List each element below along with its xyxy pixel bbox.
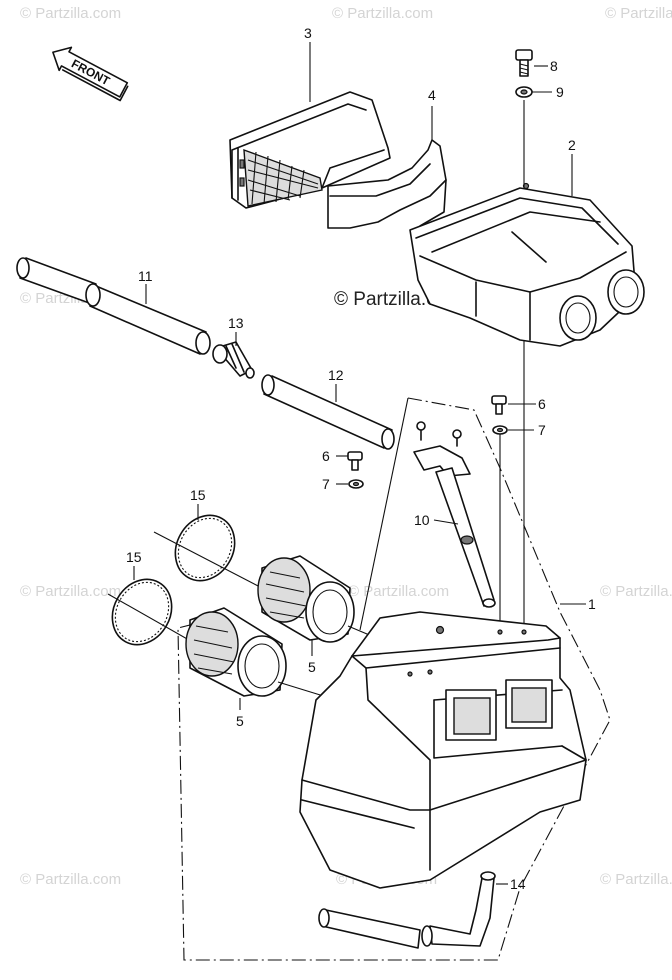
part-11-hose [16, 257, 211, 355]
part-13-fitting [212, 341, 255, 379]
callout-3: 3 [304, 25, 312, 41]
front-arrow: FRONT [52, 46, 129, 102]
callout-7-right: 7 [538, 422, 546, 438]
callout-1: 1 [588, 596, 596, 612]
assembly-boundary [177, 397, 611, 961]
part-7-washer-left [348, 479, 364, 489]
callout-5-upper: 5 [308, 659, 316, 675]
watermark: © Partzilla.com [348, 583, 449, 600]
callout-7-left: 7 [322, 476, 330, 492]
part-14-drain-hose [318, 871, 496, 949]
part-10-drain-pipe [413, 445, 496, 608]
part-8-bolt [515, 49, 533, 77]
part-10-screws [416, 421, 462, 447]
part-9-washer [515, 86, 533, 98]
callout-4: 4 [428, 87, 436, 103]
callout-10: 10 [414, 512, 430, 528]
callout-6-left: 6 [322, 448, 330, 464]
callout-leaders [133, 42, 586, 885]
callout-14: 14 [510, 876, 526, 892]
callout-13: 13 [228, 315, 244, 331]
part-5-boot-lower [185, 607, 287, 697]
leader-line [359, 397, 409, 631]
part-6-screw-left [347, 451, 363, 471]
watermark: © Partzilla.com [20, 583, 121, 600]
part-15-oring-lower [111, 578, 173, 646]
leader-line [107, 531, 263, 645]
part-5-boot-upper [257, 555, 355, 643]
callout-9: 9 [556, 84, 564, 100]
callout-11: 11 [138, 268, 153, 284]
part-6-screw-right [491, 395, 507, 415]
part-1-cleaner-box [299, 611, 587, 889]
watermark: © Partzilla.com [20, 871, 121, 888]
part-3-intake-duct [229, 91, 391, 209]
callout-8: 8 [550, 58, 558, 74]
callout-12: 12 [328, 367, 344, 383]
part-15-oring-upper [174, 514, 236, 582]
watermark: © Partzilla.com [332, 5, 433, 22]
callout-15-upper: 15 [190, 487, 206, 503]
watermark: © Partzilla.com [600, 871, 672, 888]
part-2-cleaner-cover [409, 182, 645, 347]
part-7-washer-right [492, 425, 508, 435]
callout-2: 2 [568, 137, 576, 153]
watermark: © Partzilla.com [605, 5, 672, 22]
part-4-connector [327, 139, 447, 229]
callout-6-right: 6 [538, 396, 546, 412]
watermark: © Partzilla.com [20, 5, 121, 22]
callout-15-lower: 15 [126, 549, 142, 565]
watermark: © Partzilla.com [600, 583, 672, 600]
part-12-hose [261, 374, 395, 450]
callout-5-lower: 5 [236, 713, 244, 729]
